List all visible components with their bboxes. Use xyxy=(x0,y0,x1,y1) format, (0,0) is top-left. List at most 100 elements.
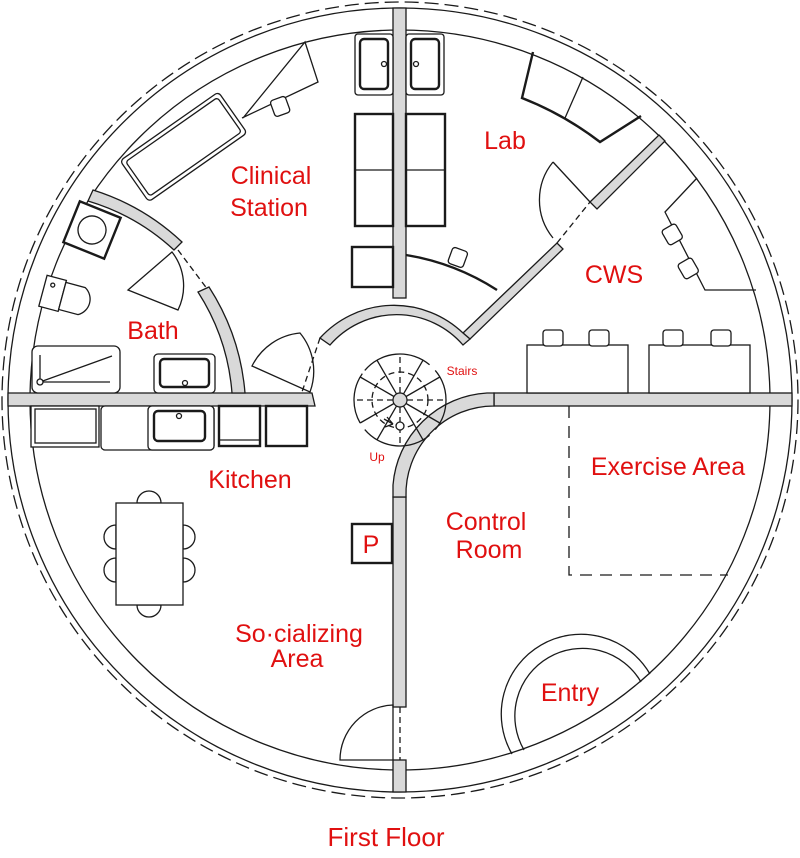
wall-bath-curve-lower xyxy=(197,286,246,394)
room-label-socializing-line2: Area xyxy=(271,645,324,673)
kitchen-appliance-1 xyxy=(34,408,97,444)
lab-chair xyxy=(447,246,469,268)
door-socializing xyxy=(339,704,394,761)
floor-title: First Floor xyxy=(328,822,445,852)
stair-tread xyxy=(405,402,441,424)
kitchen-sink-drain xyxy=(175,412,183,420)
room-label-clinical-line1: Clinical xyxy=(231,162,312,190)
lab-counter-divider xyxy=(564,76,584,119)
dining-table xyxy=(115,502,184,606)
room-label-lab: Lab xyxy=(484,127,526,155)
wall-socializing-control-upper xyxy=(392,496,407,708)
wall-lab-cws-inner xyxy=(462,242,564,340)
door-lab-opening xyxy=(556,201,591,244)
wall-bath-curve-upper xyxy=(87,189,183,251)
toilet-flush xyxy=(50,282,56,288)
clinical-chair xyxy=(269,95,291,117)
dining-table-set xyxy=(103,490,196,618)
kitchen-sink-basin xyxy=(152,409,207,443)
lab-sink-basin xyxy=(409,37,441,91)
p-marker: P xyxy=(350,522,394,565)
clinical-small-cabinet xyxy=(350,245,395,289)
dining-chair-top xyxy=(136,490,162,504)
p-marker-box xyxy=(350,522,394,565)
clinical-sink-basin xyxy=(358,37,390,91)
cws-desk-2 xyxy=(648,344,751,394)
stair-tread xyxy=(359,402,395,424)
room-label-control-line2: Room xyxy=(456,536,523,564)
kitchen-fixtures xyxy=(30,404,309,451)
dining-chair-right-1 xyxy=(182,524,196,550)
room-label-entry: Entry xyxy=(541,679,600,707)
stairs-center-post xyxy=(392,392,408,408)
wall-clinical-lab xyxy=(392,7,407,299)
clinical-sink-drain xyxy=(380,60,388,68)
partition-walls xyxy=(7,7,793,793)
entry-inner-arc xyxy=(514,647,642,751)
stairs-up-label: Up xyxy=(369,450,385,464)
wall-hub-upper xyxy=(319,304,471,346)
clinical-fixtures xyxy=(121,33,395,289)
stairs-start-point xyxy=(395,421,405,431)
room-label-kitchen: Kitchen xyxy=(208,466,291,494)
lab-fixtures xyxy=(404,33,642,292)
bath-fixtures xyxy=(31,199,216,394)
bath-sink-basin xyxy=(158,357,211,389)
entry-outer-arc xyxy=(500,633,651,755)
cws-fixtures xyxy=(526,177,756,394)
bathtub-drain xyxy=(36,378,44,386)
doors xyxy=(126,161,591,761)
room-label-control-line1: Control xyxy=(446,508,527,536)
door-hub-west xyxy=(251,332,315,393)
stairs-arrow-icon xyxy=(383,416,394,428)
bath-sink-drain xyxy=(181,379,189,387)
room-label-bath: Bath xyxy=(127,317,178,345)
outer-dashed-boundary xyxy=(1,1,799,799)
bath-shower-drain xyxy=(77,215,107,245)
exercise-area-boundary xyxy=(568,406,728,576)
door-bath-opening xyxy=(177,249,209,291)
dining-chair-right-2 xyxy=(182,557,196,583)
cws-chair-3 xyxy=(542,329,564,347)
wall-cws-exercise xyxy=(493,392,793,407)
stair-outer-arc xyxy=(364,353,430,371)
room-label-clinical-line2: Station xyxy=(230,194,308,222)
stair-tread xyxy=(402,359,424,395)
dining-chair-left-2 xyxy=(103,557,117,583)
cws-chair-1 xyxy=(661,223,683,246)
exam-bed-inner xyxy=(126,98,241,196)
door-hub-west-opening xyxy=(301,337,321,393)
cws-chair-5 xyxy=(662,329,684,347)
door-lab xyxy=(538,161,591,239)
cws-chair-6 xyxy=(710,329,732,347)
toilet-bowl xyxy=(57,281,91,316)
entry-vestibule xyxy=(500,633,651,755)
cws-corner-desk xyxy=(664,177,756,291)
wall-lab-cws-outer xyxy=(589,134,666,210)
stairs-label: Stairs xyxy=(447,364,478,378)
cws-chair-2 xyxy=(677,257,699,280)
wall-bath-kitchen xyxy=(7,392,316,407)
stair-tread xyxy=(376,405,398,441)
stair-tread xyxy=(359,376,395,398)
room-label-exercise: Exercise Area xyxy=(591,453,745,481)
cws-chair-4 xyxy=(588,329,610,347)
stair-tread xyxy=(376,359,398,395)
cws-desk-1 xyxy=(526,344,629,394)
lab-curved-bench xyxy=(405,253,498,292)
room-label-socializing-line1: So·cializing xyxy=(235,620,363,648)
room-labels: Clinical Station Lab Bath CWS Kitchen Ex… xyxy=(127,127,745,707)
spiral-stairs[interactable] xyxy=(353,353,447,447)
kitchen-cabinet-1 xyxy=(217,404,262,448)
p-marker-label: P xyxy=(363,531,380,559)
dining-chair-bottom xyxy=(136,604,162,618)
kitchen-cabinet-2 xyxy=(264,404,309,448)
stair-outer-arc xyxy=(434,370,447,430)
room-label-cws: CWS xyxy=(585,261,643,289)
lab-curved-counter xyxy=(520,51,642,144)
lab-sink-drain xyxy=(412,60,420,68)
door-bath xyxy=(126,251,185,311)
dining-chair-left-1 xyxy=(103,524,117,550)
stair-outer-arc xyxy=(353,373,363,424)
